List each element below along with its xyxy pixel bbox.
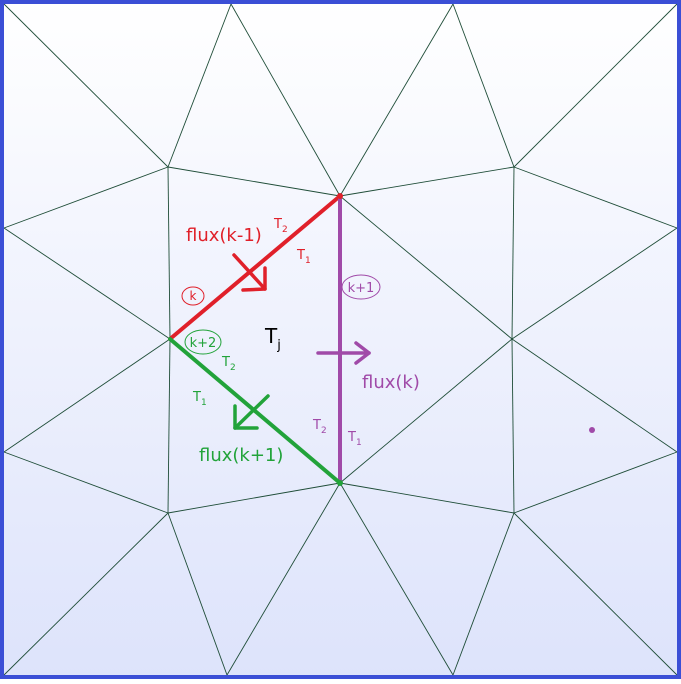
edge-k-label: k [190,289,197,303]
edge-k-label-oval [181,286,205,306]
mesh-edge [339,3,454,197]
vertex-bottom [337,480,343,486]
flux-arrow-green [233,394,270,430]
mesh-edge [167,338,171,514]
mesh-edge [513,451,678,514]
mesh-edge [167,166,341,197]
mesh-edge [511,338,678,453]
edge-k1-label: k+1 [348,281,375,296]
mesh-edge [167,3,232,168]
mesh-edge [452,3,515,168]
mesh-edge [511,166,515,340]
mesh-edge [452,512,515,676]
mesh-edge [3,451,169,514]
edge-k-t1-label: T1 [296,248,311,266]
mesh-edge [167,482,341,514]
mesh-edge [3,512,169,676]
triangle-mesh [3,3,678,676]
edge-k2-t2-label: T2 [221,355,236,373]
edge-k1-t2-label: T2 [312,418,327,436]
mesh-edge [3,227,171,340]
mesh-edge [167,166,171,340]
edge-k-red [168,194,342,341]
mesh-edge [3,3,169,168]
mesh-edge [339,482,454,676]
edge-k2-label: k+2 [190,336,217,351]
vertex-top [337,193,343,199]
flux-arrow-purple [316,341,371,365]
mesh-edge [339,338,513,484]
mesh-edge [511,338,515,514]
mesh-edge [226,482,341,676]
mesh-edge [513,166,678,229]
mesh-edge [513,3,678,168]
mesh-edge [511,227,678,340]
mesh-edge [339,195,513,340]
flux-arrow-red [232,253,267,292]
edge-k1-t1-label: T1 [347,430,362,448]
flux-k-label: flux(k) [362,372,420,393]
flux-k-minus-1-label: flux(k-1) [186,225,262,246]
mesh-edge [513,512,678,676]
mesh-edge [3,166,169,229]
mesh-edge [230,3,341,197]
mesh-edge [3,338,171,453]
mesh-edge [167,512,228,676]
flux-k-plus-1-label: flux(k+1) [199,445,283,466]
cell-label-tj: Tj [264,324,281,353]
mesh-edge [339,166,515,197]
edge-k-t2-label: T2 [273,217,288,235]
mesh-edge [339,482,515,514]
stray-dot [589,427,595,433]
edge-k2-label-oval [184,329,222,355]
edge-k1-label-oval [341,274,381,300]
edge-k2-t1-label: T1 [192,390,207,408]
